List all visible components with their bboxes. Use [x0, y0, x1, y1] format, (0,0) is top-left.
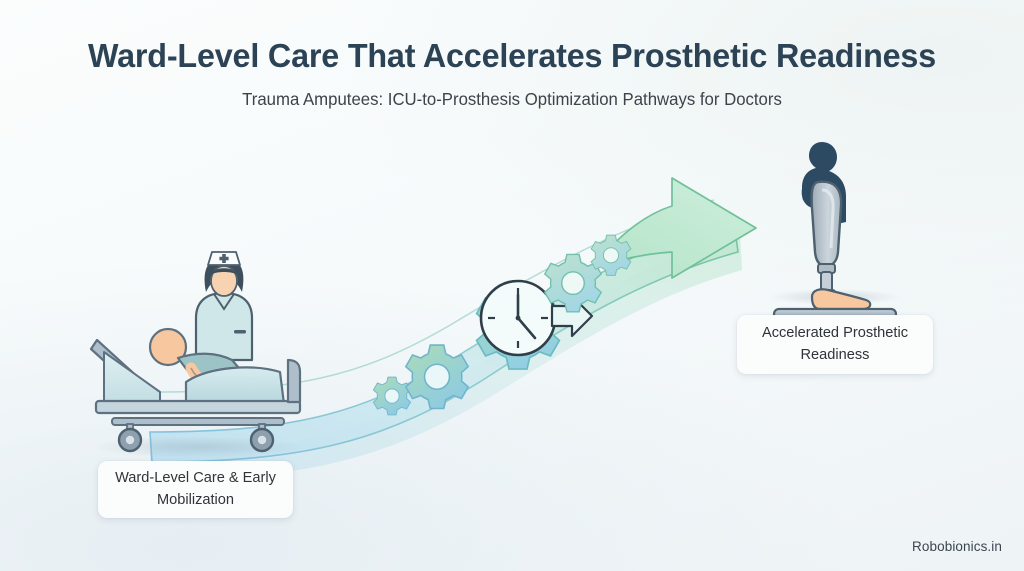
- nurse-fringe: [211, 268, 237, 275]
- bed-footboard: [286, 358, 302, 404]
- nurse-uniform: [194, 291, 254, 362]
- patient-head: [148, 327, 188, 367]
- nurse-face: [210, 265, 238, 297]
- clock-icon: [479, 279, 557, 357]
- gear-cluster: [372, 234, 632, 416]
- bed-wheel-right-hub: [257, 435, 267, 445]
- gear-small-2: [590, 234, 632, 276]
- nurse-figure: [194, 251, 254, 362]
- prosthetic-figure-scene: [769, 142, 901, 341]
- start-stage-label[interactable]: Ward-Level Care & Early Mobilization: [98, 461, 293, 518]
- nurse-pocket: [234, 330, 246, 334]
- bed-wheel-left-hub: [125, 435, 135, 445]
- bed-mattress-incline: [103, 351, 161, 405]
- nurse-cap-cross-h: [219, 256, 229, 261]
- bed-lower-rail: [111, 417, 285, 426]
- hospital-bed-scene: [89, 251, 303, 458]
- prosthetic-socket: [810, 180, 843, 268]
- end-stage-label[interactable]: Accelerated Prosthetic Readiness: [737, 315, 933, 374]
- gear-medium-1: [404, 344, 470, 410]
- nurse-collar: [213, 293, 235, 311]
- watermark: Robobionics.in: [912, 539, 1002, 554]
- bed-blanket-fold: [185, 366, 281, 383]
- bed-platform: [94, 399, 302, 415]
- gear-small-1: [372, 376, 412, 416]
- prosthetic-socket-highlight: [821, 188, 835, 249]
